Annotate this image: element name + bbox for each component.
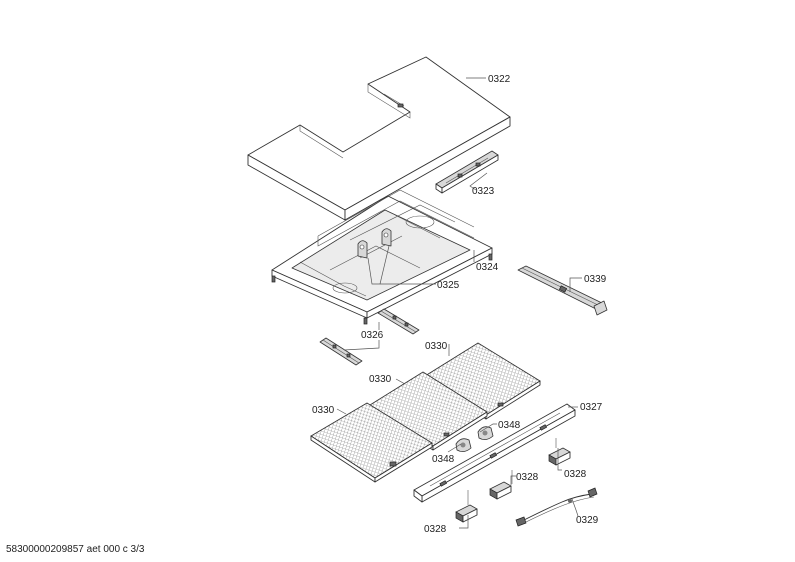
part-0339-cable-rod[interactable]	[517, 265, 608, 316]
label-0327: 0327	[580, 402, 603, 413]
part-0323-handle-bar[interactable]	[435, 150, 499, 194]
label-0323: 0323	[472, 186, 495, 197]
part-0330-filter-front[interactable]	[310, 402, 433, 483]
part-0325-brackets[interactable]	[357, 228, 392, 259]
callout-labels: 0322 0323 0324 0325 0339 0326 0330 0330 …	[312, 74, 607, 535]
label-0328-right: 0328	[564, 469, 587, 480]
label-0329: 0329	[576, 515, 599, 526]
label-0348-right: 0348	[498, 420, 521, 431]
label-0325: 0325	[437, 280, 460, 291]
label-0328-middle: 0328	[516, 472, 539, 483]
label-0328-left: 0328	[424, 524, 447, 535]
label-0324: 0324	[476, 262, 499, 273]
part-0329-wire-harness[interactable]	[515, 487, 598, 527]
label-0330-front: 0330	[312, 405, 335, 416]
part-0348-knobs[interactable]	[455, 426, 494, 452]
label-0322: 0322	[488, 74, 511, 85]
leader-lines	[336, 77, 582, 529]
part-0322-top-cover[interactable]	[247, 56, 511, 221]
part-0324-housing-tray[interactable]	[271, 189, 493, 325]
document-footer-code: 58300000209857 aet 000 c 3/3	[6, 544, 145, 555]
label-0348-left: 0348	[432, 454, 455, 465]
part-0327-front-rail[interactable]	[413, 403, 576, 503]
part-0326-strips[interactable]	[319, 308, 420, 366]
label-0330-back: 0330	[425, 341, 448, 352]
part-0328-switch-module-2[interactable]	[489, 470, 513, 500]
part-0328-switch-module-1[interactable]	[548, 438, 571, 466]
part-0328-switch-module-3[interactable]	[455, 490, 478, 523]
label-0326: 0326	[361, 330, 384, 341]
label-0339: 0339	[584, 274, 607, 285]
label-0330-middle: 0330	[369, 374, 392, 385]
